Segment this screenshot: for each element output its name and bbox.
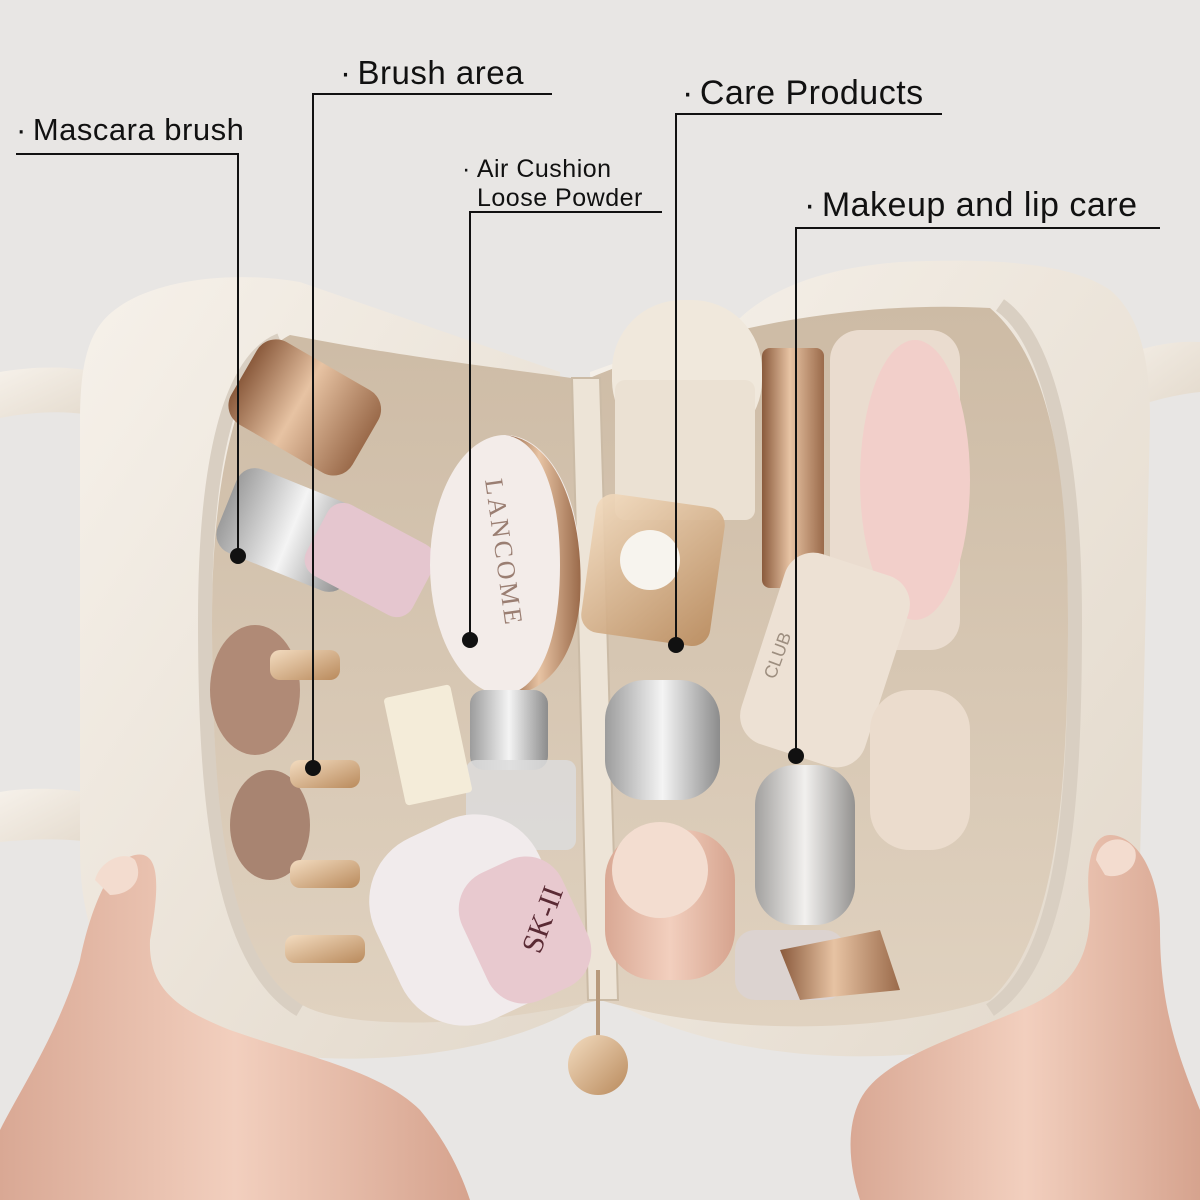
label-brush-area: ·Brush area xyxy=(340,54,524,92)
lip-stick-pink xyxy=(870,690,970,850)
brush-handle-4 xyxy=(285,935,365,963)
label-air-cushion: ·Air Cushion Loose Powder xyxy=(462,155,643,213)
label-bullet: · xyxy=(16,112,27,147)
leader-mascara xyxy=(16,153,239,556)
label-makeup-lip-care-text: Makeup and lip care xyxy=(821,186,1138,224)
sk2-bottle: SK-II xyxy=(369,814,592,1026)
label-air-cushion-line2: Loose Powder xyxy=(477,183,643,212)
label-brush-area-text: Brush area xyxy=(357,54,524,91)
compact-base xyxy=(430,435,580,695)
leader-brush xyxy=(312,93,552,768)
makeup-lip-group: CLUB xyxy=(735,330,970,1000)
makeup-brush-2 xyxy=(230,770,310,880)
right-hand xyxy=(850,835,1200,1200)
foundation-cap xyxy=(612,822,708,918)
serum-bottle xyxy=(605,680,720,800)
callout-lines xyxy=(16,93,1160,768)
label-care-products-text: Care Products xyxy=(699,74,924,112)
sk2-pink xyxy=(458,856,592,1004)
cream-box xyxy=(384,684,472,806)
dot-makeup xyxy=(788,748,804,764)
dot-mascara xyxy=(230,548,246,564)
perfume-cap-white xyxy=(620,530,680,590)
label-mascara-brush: ·Mascara brush xyxy=(16,112,244,148)
label-bullet: · xyxy=(804,186,816,224)
zipper-pull-charm xyxy=(568,1035,628,1095)
blush-compact xyxy=(762,348,824,588)
rose-gold-cap xyxy=(780,930,900,1000)
label-mascara-brush-text: Mascara brush xyxy=(32,112,245,147)
care-products-group xyxy=(581,300,762,980)
center-divider xyxy=(570,377,620,1001)
pink-lip-gloss xyxy=(304,502,436,618)
dot-brush xyxy=(305,760,321,776)
right-thumbnail xyxy=(1096,839,1136,877)
zipper-right xyxy=(985,299,1083,1016)
brush-handle-1 xyxy=(270,650,340,680)
brush-handle-2 xyxy=(290,760,360,788)
leader-cushion xyxy=(469,211,662,640)
brush-handle-3 xyxy=(290,860,360,888)
leader-makeup xyxy=(795,227,1160,756)
dot-care xyxy=(668,637,684,653)
mascara-group xyxy=(216,339,436,618)
rose-gold-lipstick xyxy=(228,339,382,476)
label-bullet: · xyxy=(682,74,694,112)
label-makeup-lip-care: ·Makeup and lip care xyxy=(804,186,1138,225)
label-care-products: ·Care Products xyxy=(682,74,924,113)
clear-bottle xyxy=(755,765,855,925)
label-air-cushion-line1: Air Cushion xyxy=(476,155,612,183)
cream-tube-body xyxy=(615,380,755,520)
dot-cushion xyxy=(462,632,478,648)
left-hand xyxy=(0,854,470,1200)
lip-tube xyxy=(740,552,910,768)
air-cushion-compact: LANCOME xyxy=(430,435,581,695)
powder-compact-pink xyxy=(860,340,970,620)
left-thumbnail xyxy=(95,856,139,895)
compact-rim xyxy=(505,435,581,695)
label-bullet: · xyxy=(462,155,471,183)
label-bullet: · xyxy=(340,54,352,91)
callout-dots xyxy=(230,548,804,776)
leader-care xyxy=(675,113,942,645)
makeup-brush-1 xyxy=(210,625,300,755)
perfume-cap xyxy=(470,690,548,770)
